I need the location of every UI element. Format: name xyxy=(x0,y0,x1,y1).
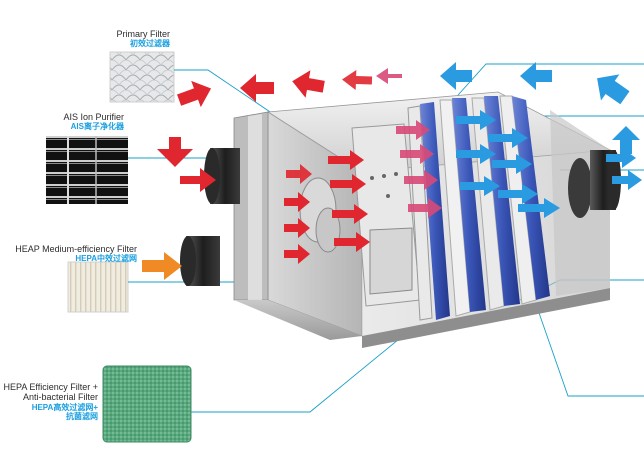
label-heap-medium-filter: HEAP Medium-efficiency Filter HEPA中效过滤网 xyxy=(4,244,137,264)
hepa-filter-thumbnail xyxy=(102,365,192,443)
label-primary-filter-en: Primary Filter xyxy=(116,29,171,39)
label-hepa-filter: HEPA Efficiency Filter + Anti-bacterial … xyxy=(0,382,98,421)
outgoing-air-arrow xyxy=(376,68,442,218)
outgoing-air-arrow xyxy=(157,69,373,264)
ais-ion-thumbnail xyxy=(46,136,128,204)
label-hepa-cn-line1: HEPA高效过滤网+ xyxy=(31,402,98,412)
label-primary-filter: Primary Filter 初效过滤器 xyxy=(60,29,171,49)
label-hepa-en-line1: HEPA Efficiency Filter + xyxy=(3,382,98,392)
incoming-air-arrow xyxy=(440,62,642,218)
label-hepa-cn-line2: 抗菌滤网 xyxy=(66,411,98,421)
label-heap-cn: HEPA中效过滤网 xyxy=(75,254,137,264)
return-air-arrow xyxy=(142,252,182,280)
label-heap-en: HEAP Medium-efficiency Filter xyxy=(15,244,137,254)
medium-filter-thumbnail xyxy=(67,261,129,313)
label-ais-ion-purifier: AIS Ion Purifier AIS离子净化器 xyxy=(20,112,124,132)
label-hepa-en-line2: Anti-bacterial Filter xyxy=(22,392,98,403)
label-primary-filter-cn: 初效过滤器 xyxy=(130,39,170,49)
primary-filter-thumbnail xyxy=(109,51,175,103)
label-ais-cn: AIS离子净化器 xyxy=(70,122,124,132)
label-ais-en: AIS Ion Purifier xyxy=(63,112,124,122)
ion-purifier-module xyxy=(351,123,421,307)
